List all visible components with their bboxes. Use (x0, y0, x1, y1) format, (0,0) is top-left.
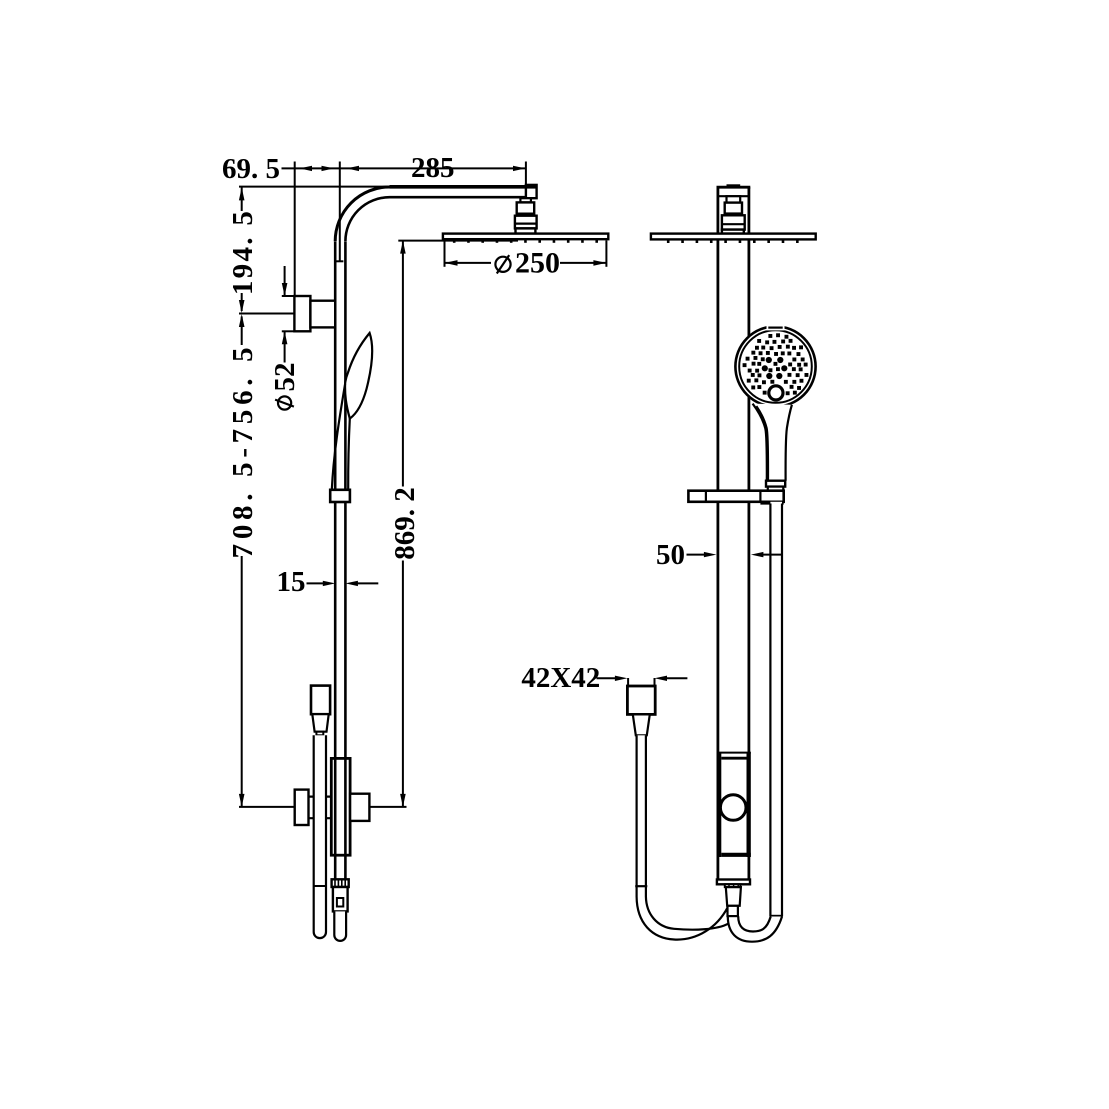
svg-text:42X42: 42X42 (521, 662, 600, 694)
svg-text:50: 50 (656, 539, 685, 571)
svg-text:869. 2: 869. 2 (389, 487, 421, 560)
svg-text:285: 285 (411, 152, 455, 184)
svg-text:194. 5: 194. 5 (227, 209, 259, 295)
svg-text:15: 15 (277, 566, 306, 598)
svg-text:250: 250 (515, 247, 560, 280)
svg-text:708. 5-756. 5: 708. 5-756. 5 (227, 343, 259, 559)
svg-text:52: 52 (269, 363, 301, 392)
svg-text:69. 5: 69. 5 (222, 153, 280, 185)
